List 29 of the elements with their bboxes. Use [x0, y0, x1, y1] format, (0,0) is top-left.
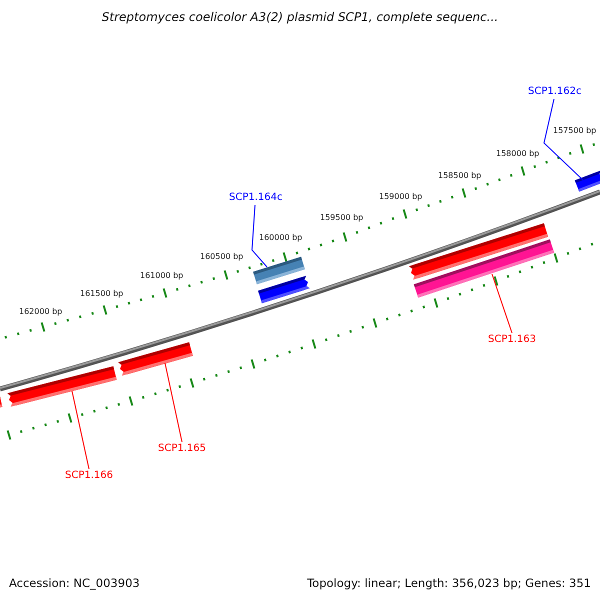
position-label: 159500 bp — [320, 213, 364, 222]
position-label: 159000 bp — [379, 192, 422, 201]
position-label: 158500 bp — [438, 171, 482, 180]
position-label: 157500 bp — [553, 126, 596, 135]
leader-line — [251, 204, 268, 268]
gene-label: SCP1.162c — [528, 86, 582, 97]
gene-label: SCP1.166 — [65, 470, 113, 481]
position-label: 158000 bp — [496, 149, 540, 158]
gene-feature — [258, 276, 310, 304]
gene-feature — [118, 342, 193, 376]
sequence-info: Topology: linear; Length: 356,023 bp; Genes: 351 — [307, 576, 591, 590]
position-label: 160000 bp — [259, 233, 302, 242]
gene-feature — [7, 366, 117, 407]
position-label: 161000 bp — [140, 271, 184, 280]
leader-line — [492, 274, 512, 334]
leader-line — [164, 362, 182, 442]
position-label: 162000 bp — [19, 307, 62, 316]
position-label: 160500 bp — [200, 252, 244, 261]
gene-bar — [0, 395, 2, 409]
gene-label: SCP1.164c — [229, 192, 282, 203]
gene-label: SCP1.163 — [488, 334, 536, 345]
gene-feature — [574, 170, 600, 192]
leader-line — [72, 390, 90, 470]
accession-text: Accession: NC_003903 — [9, 576, 140, 590]
map-title: Streptomyces coelicolor A3(2) plasmid SCP1, complete sequenc... — [100, 10, 500, 24]
gene-label: SCP1.165 — [158, 443, 206, 454]
position-label: 161500 bp — [80, 289, 124, 298]
gene-bar — [414, 239, 554, 298]
leader-line — [543, 98, 584, 182]
